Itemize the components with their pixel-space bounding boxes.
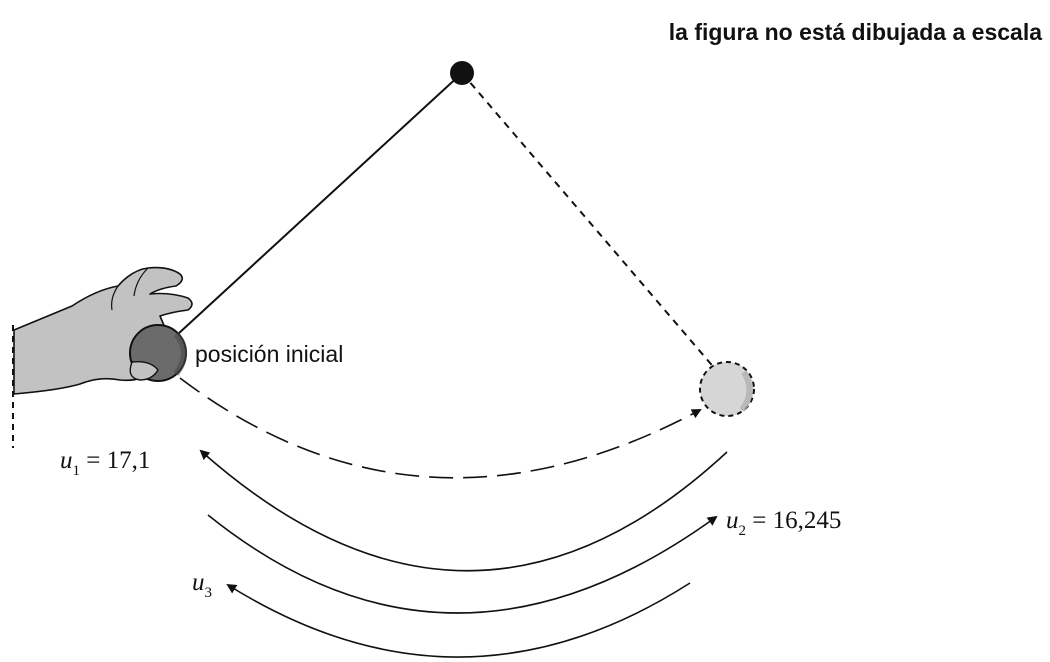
pendulum-string-final [461,72,717,371]
pendulum-string-initial [177,72,463,335]
swing-arrow-1 [199,449,728,572]
bob-final [699,361,755,417]
swing-arrow-2 [207,514,718,614]
swing-arrow-3 [226,582,691,658]
initial-position-label: posición inicial [195,341,343,367]
swing-label-2: u2 = 16,245 [726,507,841,539]
hand-icon [13,266,193,395]
swing-label-3: u3 [192,569,212,601]
pivot-point [450,61,474,85]
swing-path [179,377,702,479]
swing-label-1: u1 = 17,1 [60,447,150,479]
scale-note: la figura no está dibujada a escala [669,19,1042,45]
thumb-shape [129,360,159,381]
